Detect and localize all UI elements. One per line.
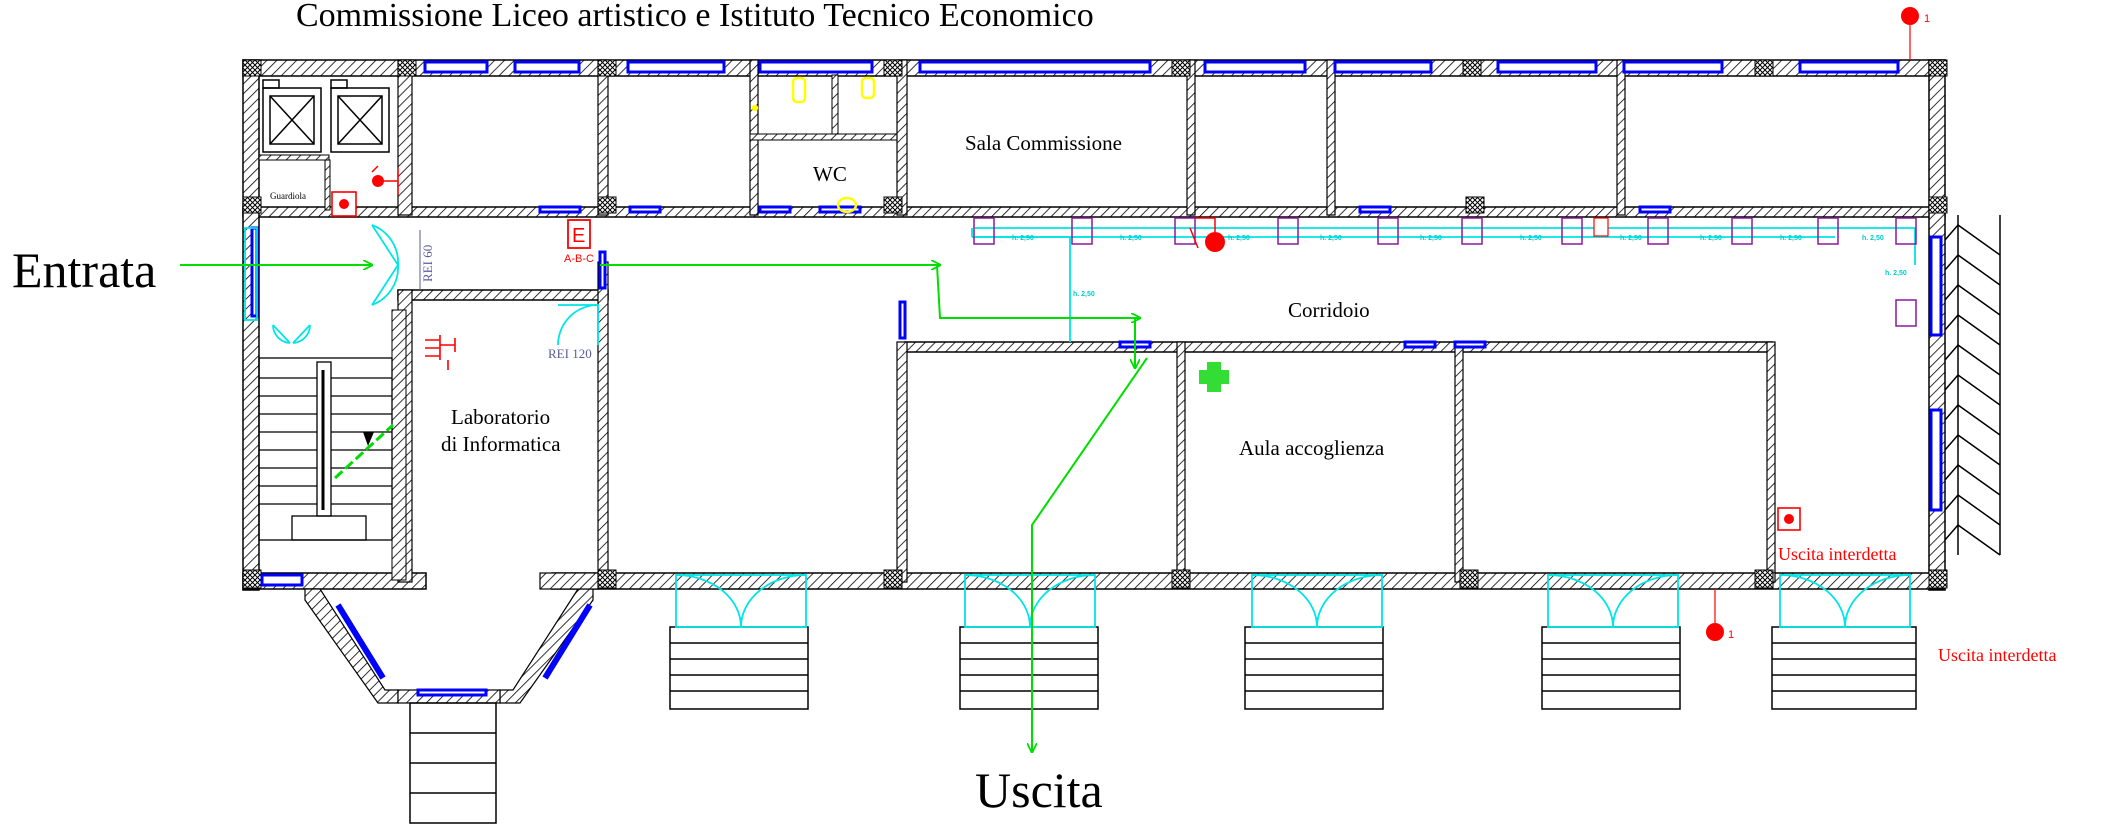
door-rating-rei120: REI 120 [548,346,592,361]
corridor-label: Corridoio [1288,298,1370,322]
hydrant-icon [425,335,456,370]
commission-room-label: Sala Commissione [965,131,1122,155]
alarm-bell-icon: 1 1 [371,7,1930,641]
entrance-label: Entrata [12,242,156,298]
emergency-button-icon [331,191,1801,531]
guard-room-label: Guardiola [270,191,306,201]
forbidden-exit-inner-label: Uscita interdetta [1778,544,1896,564]
windows [250,60,1943,697]
forbidden-exit-outer-label: Uscita interdetta [1938,645,2056,665]
svg-text:h. 2,50: h. 2,50 [1780,235,1802,242]
exit-label: Uscita [975,762,1103,818]
door-rating-rei60: REI 60 [420,245,435,282]
wc-label: WC [813,162,847,186]
svg-text:h. 2,50: h. 2,50 [1700,235,1722,242]
first-aid-icon [1199,362,1229,392]
svg-text:E: E [572,225,585,247]
svg-text:h. 2,50: h. 2,50 [1620,235,1642,242]
smoke-detector-icon [973,217,1917,327]
svg-text:h. 2,50: h. 2,50 [1420,235,1442,242]
exterior-steps [409,626,1917,824]
svg-text:1: 1 [1728,629,1734,641]
svg-text:h. 2,50: h. 2,50 [1120,235,1142,242]
doors [244,224,1916,628]
stair-route [333,423,395,480]
svg-text:A-B-C: A-B-C [564,253,594,265]
computer-lab-label-line2: di Informatica [441,432,561,456]
svg-text:1: 1 [1924,13,1930,25]
toilet-icon [751,76,876,214]
plan-title: Commissione Liceo artistico e Istituto T… [296,0,1094,34]
svg-text:h. 2,50: h. 2,50 [1073,291,1095,298]
svg-text:h. 2,50: h. 2,50 [1012,235,1034,242]
svg-text:h. 2,50: h. 2,50 [1228,235,1250,242]
svg-text:h. 2,50: h. 2,50 [1862,235,1884,242]
stairs-icon [258,357,393,541]
fire-extinguisher-icon: E A-B-C [564,217,1609,265]
elevator-icon [262,79,390,153]
svg-text:h. 2,50: h. 2,50 [1320,235,1342,242]
computer-lab-label-line1: Laboratorio [451,405,550,429]
evacuation-route [180,265,1148,752]
side-ramp [1944,215,2001,556]
svg-text:h. 2,50: h. 2,50 [1885,270,1907,277]
sprinkler-height-tags: h. 2,50 h. 2,50 h. 2,50 h. 2,50 h. 2,50 … [1012,235,1907,298]
svg-text:h. 2,50: h. 2,50 [1520,235,1542,242]
reception-room-label: Aula accoglienza [1239,436,1385,460]
